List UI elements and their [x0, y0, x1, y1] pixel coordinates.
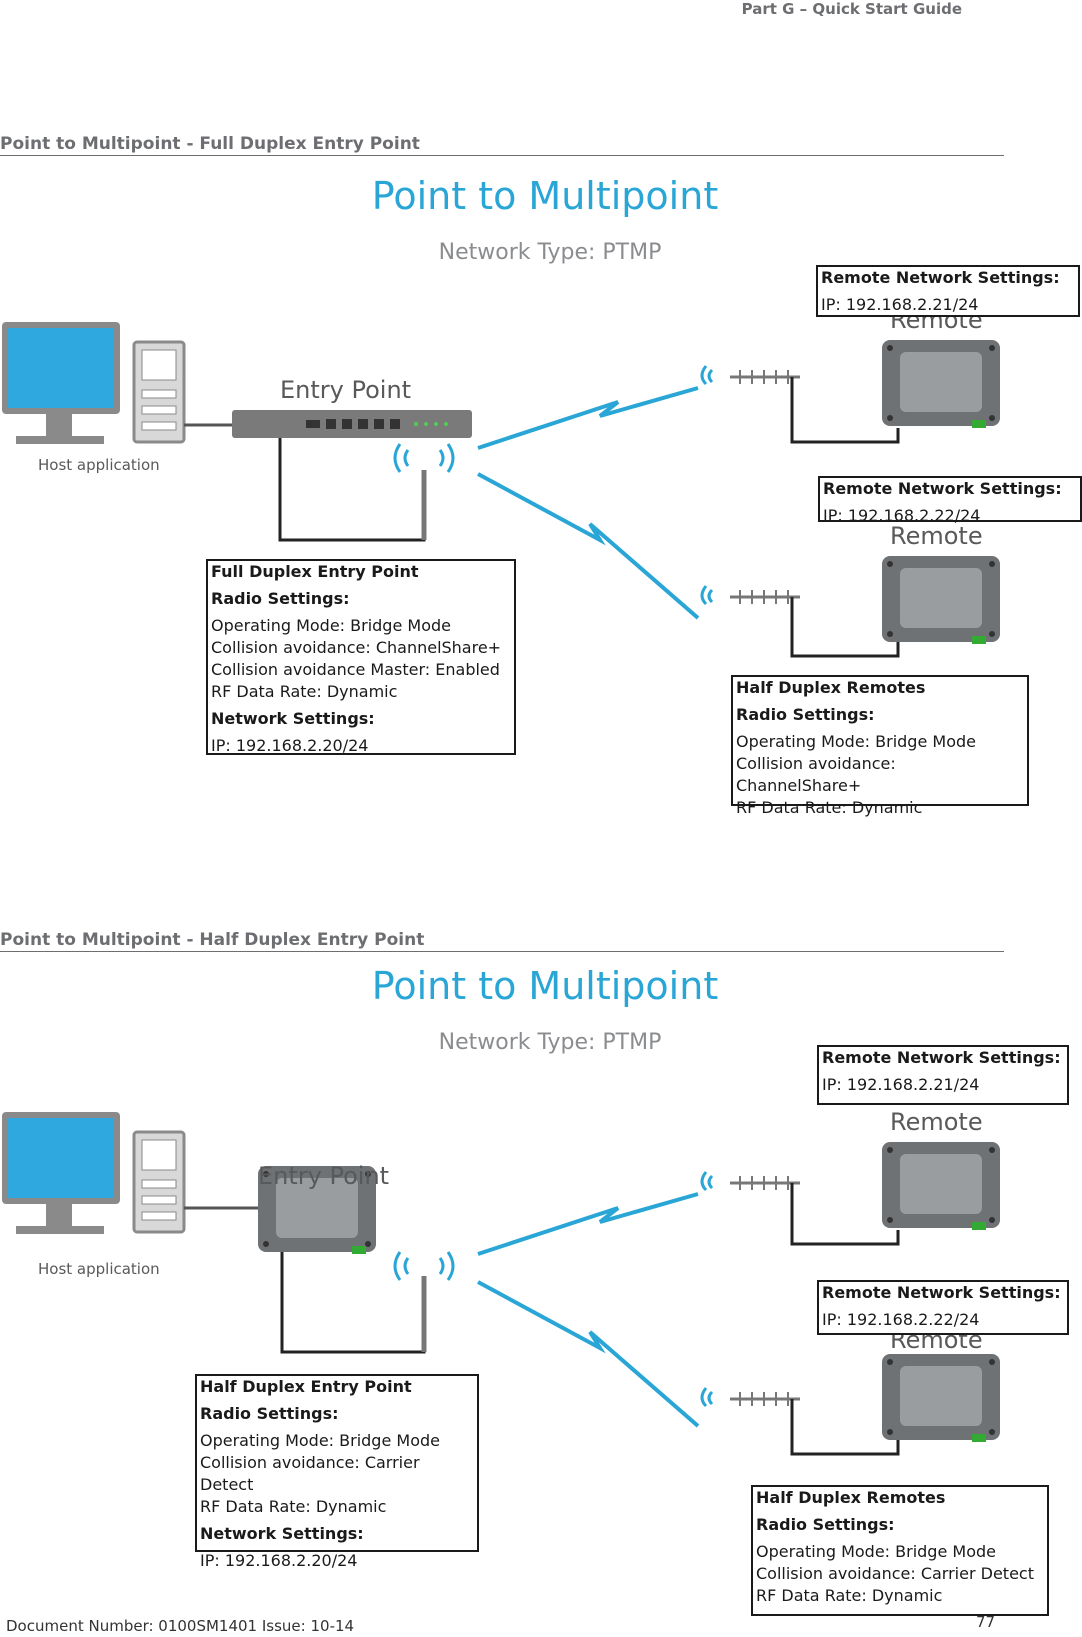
box-title: Remote Network Settings: [823, 479, 1062, 498]
box-title: Remote Network Settings: [822, 1048, 1061, 1067]
remote-network-settings-box-2: Remote Network Settings: IP: 192.168.2.2… [817, 1280, 1069, 1335]
remotes-settings-box: Half Duplex Remotes Radio Settings: Oper… [731, 675, 1029, 817]
half-duplex-network-illustration [2, 1112, 1000, 1456]
setting-line: Operating Mode: Bridge Mode [736, 732, 976, 751]
diagram-subtitle: Network Type: PTMP [438, 1030, 662, 1055]
radio-settings-heading: Radio Settings: [211, 589, 350, 608]
box-title: Full Duplex Entry Point [211, 562, 419, 581]
remote-label-2: Remote [890, 522, 983, 550]
setting-line: RF Data Rate: Dynamic [736, 798, 923, 817]
entry-point-label: Entry Point [258, 1162, 390, 1190]
network-settings-heading: Network Settings: [211, 709, 375, 728]
remote-network-settings-box-2: Remote Network Settings: IP: 192.168.2.2… [818, 476, 1082, 525]
entry-ip: IP: 192.168.2.20/24 [211, 736, 369, 755]
entry-point-settings-box: Half Duplex Entry Point Radio Settings: … [195, 1374, 479, 1570]
remote-ip: IP: 192.168.2.22/24 [822, 1310, 980, 1329]
section-heading-half-duplex: Point to Multipoint - Half Duplex Entry … [0, 929, 1004, 952]
setting-line: RF Data Rate: Dynamic [211, 682, 398, 701]
page-number: 77 [976, 1613, 996, 1631]
remote-ip: IP: 192.168.2.22/24 [823, 506, 981, 525]
box-title: Half Duplex Remotes [736, 678, 926, 697]
radio-settings-heading: Radio Settings: [736, 705, 875, 724]
diagram-title: Point to Multipoint [371, 174, 719, 218]
remote-ip: IP: 192.168.2.21/24 [821, 295, 979, 314]
entry-point-settings-box: Full Duplex Entry Point Radio Settings: … [206, 559, 516, 755]
box-title: Remote Network Settings: [822, 1283, 1061, 1302]
entry-ip: IP: 192.168.2.20/24 [200, 1551, 358, 1570]
document-number: Document Number: 0100SM1401 Issue: 10-14 [6, 1617, 355, 1635]
remote-ip: IP: 192.168.2.21/24 [822, 1075, 980, 1094]
box-title: Half Duplex Remotes [756, 1488, 946, 1507]
radio-settings-heading: Radio Settings: [756, 1515, 895, 1534]
full-duplex-network-illustration [2, 322, 1000, 658]
setting-line: Collision avoidance: Carrier Detect [756, 1564, 1034, 1583]
box-title: Remote Network Settings: [821, 268, 1060, 287]
diagram-subtitle: Network Type: PTMP [438, 240, 662, 265]
remotes-settings-box: Half Duplex Remotes Radio Settings: Oper… [751, 1485, 1049, 1616]
diagram-title: Point to Multipoint [371, 964, 719, 1008]
diagram-full-duplex: Point to Multipoint Network Type: PTMP H… [0, 170, 1082, 830]
remote-network-settings-box-1: Remote Network Settings: IP: 192.168.2.2… [816, 265, 1080, 317]
setting-line: RF Data Rate: Dynamic [756, 1586, 943, 1605]
setting-line: Collision avoidance: ChannelShare+ [211, 638, 502, 657]
section-heading-full-duplex: Point to Multipoint - Full Duplex Entry … [0, 133, 1004, 156]
remote-label-1: Remote [890, 1108, 983, 1136]
network-settings-heading: Network Settings: [200, 1524, 364, 1543]
entry-point-label: Entry Point [280, 376, 412, 404]
guide-header: Part G – Quick Start Guide [741, 0, 962, 18]
setting-line: Operating Mode: Bridge Mode [756, 1542, 996, 1561]
setting-line: Collision avoidance Master: Enabled [211, 660, 500, 679]
setting-line: Collision avoidance: Carrier Detect [200, 1453, 420, 1494]
diagram-half-duplex: Point to Multipoint Network Type: PTMP H… [0, 960, 1082, 1630]
setting-line: Operating Mode: Bridge Mode [211, 616, 451, 635]
host-application-label: Host application [38, 456, 160, 474]
host-application-label: Host application [38, 1260, 160, 1278]
radio-settings-heading: Radio Settings: [200, 1404, 339, 1423]
box-title: Half Duplex Entry Point [200, 1377, 412, 1396]
setting-line: Collision avoidance: ChannelShare+ [736, 754, 896, 795]
remote-network-settings-box-1: Remote Network Settings: IP: 192.168.2.2… [817, 1045, 1069, 1105]
setting-line: RF Data Rate: Dynamic [200, 1497, 387, 1516]
setting-line: Operating Mode: Bridge Mode [200, 1431, 440, 1450]
